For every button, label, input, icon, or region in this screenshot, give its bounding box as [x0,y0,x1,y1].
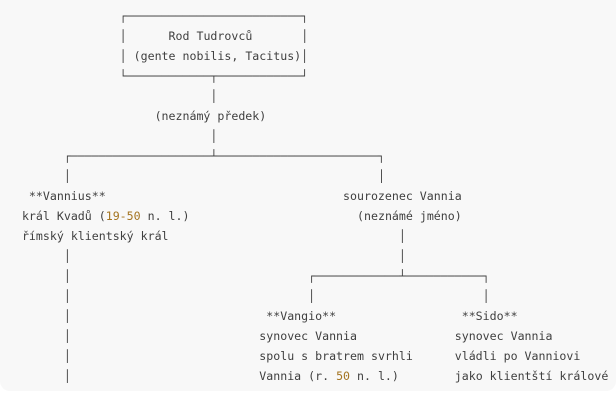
tree-row: │ (gente nobilis, Tacitus)│ [1,49,308,63]
tree-text: Vannia (r. [259,369,337,383]
tree-row: římský klientský král │ [1,229,406,243]
tree-text: │ [63,369,71,383]
tree-text: vládli po Vanniovi [454,349,581,363]
tree-text: n. l.) [350,369,399,383]
tree-row: │ Rod Tudrovců │ [1,29,309,43]
tree-text: │ [63,169,71,183]
tree-text: ┌────────────────────┴──────────────────… [63,149,385,163]
tree-text: (neznámý předek) [154,109,267,123]
tree-text: ┌─────────────────────────┐ [119,9,309,23]
tree-row: ┌────────────────────┴──────────────────… [1,149,385,163]
tree-text: (neznámé jméno) [357,209,462,223]
tree-row: │ [1,89,217,103]
tree-text: │ [63,249,71,263]
tree-text: Rod Tudrovců [168,29,253,43]
tree-text: │ [63,349,71,363]
year-number: 50 [336,369,351,383]
tree-text: **Sido** [461,309,518,323]
tree-text: │ [301,29,309,43]
tree-row: (neznámý předek) [1,109,267,123]
tree-text: │ [63,289,71,303]
tree-row: **Vannius** sourozenec Vannia [1,189,462,203]
tree-text: (gente nobilis, Tacitus) [133,49,302,63]
tree-text: │ [63,309,71,323]
tree-text: │ [63,269,71,283]
tree-text: │ [377,169,385,183]
tree-text: │ [210,129,218,143]
tree-text: │ [119,29,127,43]
tree-text: │ [482,289,490,303]
tree-row: │ [1,129,217,143]
tree-text: n. l.) [140,209,190,223]
tree-text: římský klientský král [21,229,169,243]
tree-text: │ [210,89,218,103]
tree-text: jako klientští králové [454,369,609,383]
tree-text: synovec Vannia [259,329,358,343]
tree-row: │ synovec Vannia synovec Vannia [1,329,553,343]
tree-text: │ [398,229,406,243]
tree-text: ┌────────────┴───────────┐ [308,269,490,283]
tree-text: synovec Vannia [454,329,553,343]
tree-row: └────────────┬────────────┘ [1,69,308,83]
tree-text: │ [308,289,316,303]
tree-row: │ ┌────────────┴───────────┐ [1,269,490,283]
code-block-card: ┌─────────────────────────┐ │ Rod Tudrov… [1,9,609,383]
tree-row: │ │ │ [1,289,490,303]
tree-text: **Vannius** [28,189,106,203]
tree-row: │ │ [1,249,406,263]
tree-text: sourozenec Vannia [343,189,462,203]
tree-text: │ [119,49,127,63]
tree-text: │ [398,249,406,263]
tree-row: │ Vannia (r. 50 n. l.) jako klientští kr… [1,369,608,383]
tree-text: král Kvadů ( [21,209,106,223]
year-number: 19-50 [105,209,141,223]
tree-text: │ [301,49,309,63]
tree-text: └────────────┬────────────┘ [119,69,309,83]
tree-row: ┌─────────────────────────┐ [1,9,308,23]
tree-text: **Vangio** [266,309,337,323]
tree-row: │ **Vangio** **Sido** [1,309,518,323]
tree-row: │ spolu s bratrem svrhli vládli po Vanni… [1,349,581,363]
family-tree-ascii: ┌─────────────────────────┐ │ Rod Tudrov… [1,9,608,383]
tree-text: │ [63,329,71,343]
tree-text: spolu s bratrem svrhli [259,349,413,363]
tree-row: │ │ [1,169,385,183]
tree-row: král Kvadů (19-50 n. l.) (neznámé jméno) [1,209,462,223]
